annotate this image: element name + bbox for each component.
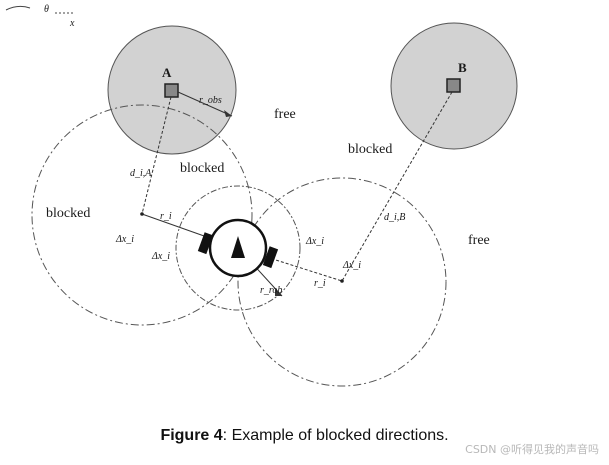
enlarged-obstacle-a-circle: [31, 104, 253, 326]
blocked-center-label: blocked: [180, 161, 224, 176]
free-right-label: free: [468, 233, 490, 248]
delta-right-label: Δx_i: [342, 260, 361, 271]
obstacle-radius-label: r_obs: [199, 95, 222, 106]
left-center-point: [140, 212, 144, 216]
robot-body: [197, 218, 279, 278]
theta-label: θ: [44, 4, 49, 15]
distance-a-line: [141, 96, 172, 215]
enlarged-obstacle-b-circle: [237, 177, 447, 387]
obstacle-b-label: B: [458, 60, 467, 75]
blocked-left-label: blocked: [46, 206, 90, 221]
ri-left-label: r_i: [160, 211, 172, 222]
x-axis-label: x: [69, 18, 75, 29]
delta-left-label: Δx_i: [115, 234, 134, 245]
obstacle-b-marker: [446, 78, 461, 93]
obstacle-a-marker: [164, 83, 179, 98]
obstacle-a-radius-line: [177, 91, 233, 117]
caption-text: : Example of blocked directions.: [222, 427, 449, 444]
delta-center-right-label: Δx_i: [305, 236, 324, 247]
distance-b-line: [341, 91, 453, 282]
robot-safety-circle: [175, 185, 301, 311]
robot-radius-label: r_rob: [260, 285, 282, 296]
robot-to-right-center-line: [237, 247, 343, 282]
blocked-top-right-label: blocked: [348, 142, 392, 157]
figure-caption: Figure 4: Example of blocked directions.: [0, 427, 609, 445]
distance-b-label: d_i,B: [384, 212, 405, 223]
ri-right-label: r_i: [314, 278, 326, 289]
coordinate-axes: θ x: [5, 4, 75, 29]
right-center-point: [340, 279, 344, 283]
caption-prefix: Figure 4: [160, 427, 223, 444]
free-top-label: free: [274, 107, 296, 122]
obstacle-a-label: A: [162, 65, 172, 80]
watermark: CSDN @听得见我的声音吗: [465, 443, 599, 456]
delta-center-left-label: Δx_i: [151, 251, 170, 262]
distance-a-label: d_i,A: [130, 168, 152, 179]
